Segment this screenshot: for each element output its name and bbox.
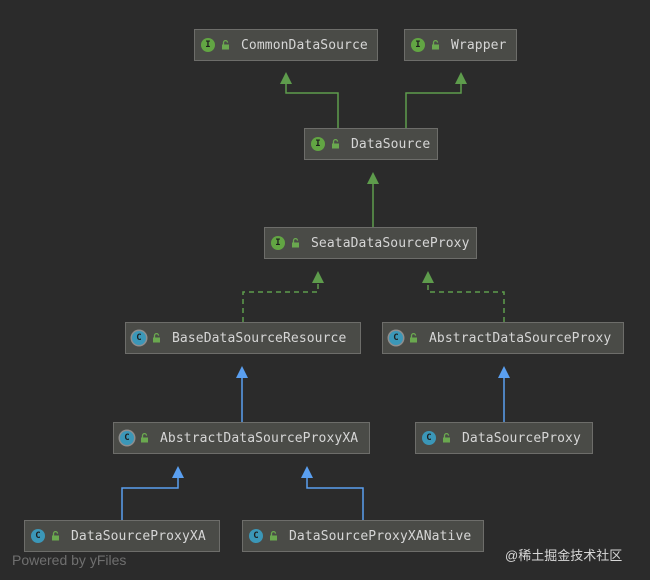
- public-lock-icon: [222, 40, 229, 50]
- node-base[interactable]: C BaseDataSourceResource: [125, 322, 361, 354]
- public-lock-icon: [443, 433, 450, 443]
- interface-icon: I: [311, 137, 325, 151]
- node-label: Wrapper: [451, 37, 507, 53]
- arrowhead: [455, 72, 467, 84]
- node-absxa[interactable]: C AbstractDataSourceProxyXA: [113, 422, 370, 454]
- interface-icon: I: [411, 38, 425, 52]
- interface-icon: I: [271, 236, 285, 250]
- class-icon: C: [31, 529, 45, 543]
- node-seata[interactable]: I SeataDataSourceProxy: [264, 227, 477, 259]
- class-icon: C: [132, 331, 146, 345]
- node-common[interactable]: I CommonDataSource: [194, 29, 378, 61]
- class-icon: C: [422, 431, 436, 445]
- edge-dsxanative-to-absxa: [306, 478, 364, 520]
- node-dsxanative[interactable]: C DataSourceProxyXANative: [242, 520, 484, 552]
- site-watermark: @稀土掘金技术社区: [505, 548, 623, 563]
- public-lock-icon: [410, 333, 417, 343]
- node-label: BaseDataSourceResource: [172, 330, 347, 346]
- node-label: AbstractDataSourceProxy: [429, 330, 612, 346]
- public-lock-icon: [332, 139, 339, 149]
- arrowhead: [280, 72, 292, 84]
- public-lock-icon: [52, 531, 59, 541]
- powered-by-watermark: Powered by yFiles: [12, 552, 127, 568]
- interface-icon: I: [201, 38, 215, 52]
- arrowhead: [301, 466, 313, 478]
- edge-absproxy-to-seata: [427, 283, 505, 322]
- public-lock-icon: [141, 433, 148, 443]
- edge-base-to-seata: [242, 283, 319, 322]
- class-icon: C: [389, 331, 403, 345]
- arrowhead: [422, 271, 434, 283]
- edge-dsxa-to-absxa: [121, 478, 179, 520]
- node-dsxa[interactable]: C DataSourceProxyXA: [24, 520, 220, 552]
- node-label: DataSource: [351, 136, 431, 152]
- public-lock-icon: [153, 333, 160, 343]
- node-label: AbstractDataSourceProxyXA: [160, 430, 359, 446]
- node-label: DataSourceProxy: [462, 430, 581, 446]
- node-label: DataSourceProxyXA: [71, 528, 206, 544]
- arrowhead: [312, 271, 324, 283]
- edge-ds-to-common: [285, 84, 339, 128]
- node-absproxy[interactable]: C AbstractDataSourceProxy: [382, 322, 624, 354]
- node-wrapper[interactable]: I Wrapper: [404, 29, 517, 61]
- public-lock-icon: [270, 531, 277, 541]
- arrowhead: [172, 466, 184, 478]
- arrowhead: [236, 366, 248, 378]
- edge-ds-to-wrapper: [405, 84, 462, 128]
- class-icon: C: [249, 529, 263, 543]
- node-dsproxy[interactable]: C DataSourceProxy: [415, 422, 593, 454]
- node-label: CommonDataSource: [241, 37, 368, 53]
- class-icon: C: [120, 431, 134, 445]
- node-ds[interactable]: I DataSource: [304, 128, 438, 160]
- node-label: DataSourceProxyXANative: [289, 528, 472, 544]
- public-lock-icon: [432, 40, 439, 50]
- node-label: SeataDataSourceProxy: [311, 235, 470, 251]
- public-lock-icon: [292, 238, 299, 248]
- arrowhead: [498, 366, 510, 378]
- arrowhead: [367, 172, 379, 184]
